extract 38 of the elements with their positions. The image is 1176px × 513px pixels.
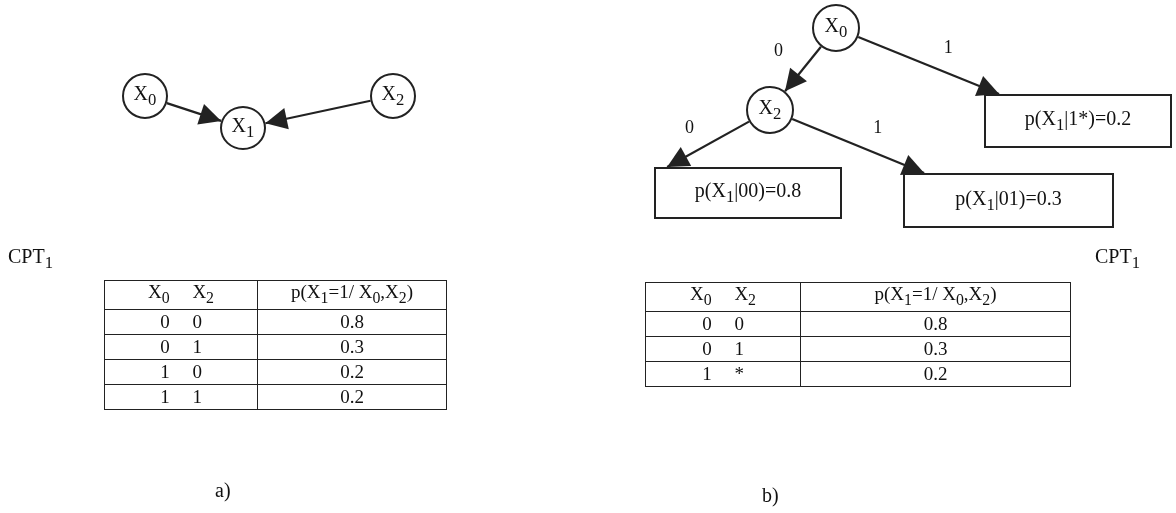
condition-cell: X$_{0}$ X$_{2}$ [645, 282, 801, 312]
panel-label: a) [215, 480, 231, 500]
arrow [791, 118, 925, 175]
condition-cell: 1 * [645, 361, 801, 387]
condition-cell: 0 1 [645, 336, 801, 362]
condition-cell: 1 1 [104, 384, 258, 410]
condition-cell: 0 1 [104, 334, 258, 360]
condition-cell: 1 0 [104, 359, 258, 385]
probability-cell: 0.3 [257, 334, 447, 360]
variable-node: X$_{0}$ [812, 4, 860, 52]
table-title: CPT$_{1}$ [8, 246, 53, 272]
arrow [166, 102, 222, 125]
arrow [666, 120, 750, 168]
edge-label: 0 [773, 41, 784, 59]
probability-cell: 0.2 [257, 359, 447, 385]
edge-label: 1 [942, 37, 954, 56]
arrow [265, 99, 371, 130]
arrow [857, 36, 1000, 96]
variable-node: X$_{2}$ [370, 73, 416, 119]
panel-label: b) [762, 485, 779, 505]
probability-box: p(X$_{1}$|01)=0.3 [903, 173, 1114, 228]
probability-cell: 0.3 [800, 336, 1071, 362]
probability-cell: p(X$_{1}$=1/ X$_{0}$,X$_{2}$) [257, 280, 447, 310]
probability-cell: 0.8 [257, 309, 447, 335]
probability-box: p(X$_{1}$|1*)=0.2 [984, 94, 1172, 148]
condition-cell: X$_{0}$ X$_{2}$ [104, 280, 258, 310]
probability-cell: 0.2 [800, 361, 1071, 387]
probability-box: p(X$_{1}$|00)=0.8 [654, 167, 842, 219]
condition-cell: 0 0 [645, 311, 801, 337]
probability-cell: 0.8 [800, 311, 1071, 337]
variable-node: X$_{0}$ [122, 73, 168, 119]
variable-node: X$_{2}$ [746, 86, 794, 134]
variable-node: X$_{1}$ [220, 106, 266, 150]
arrow [784, 46, 822, 92]
table-title: CPT$_{1}$ [1095, 246, 1140, 272]
condition-cell: 0 0 [104, 309, 258, 335]
probability-cell: p(X$_{1}$=1/ X$_{0}$,X$_{2}$) [800, 282, 1071, 312]
probability-cell: 0.2 [257, 384, 447, 410]
